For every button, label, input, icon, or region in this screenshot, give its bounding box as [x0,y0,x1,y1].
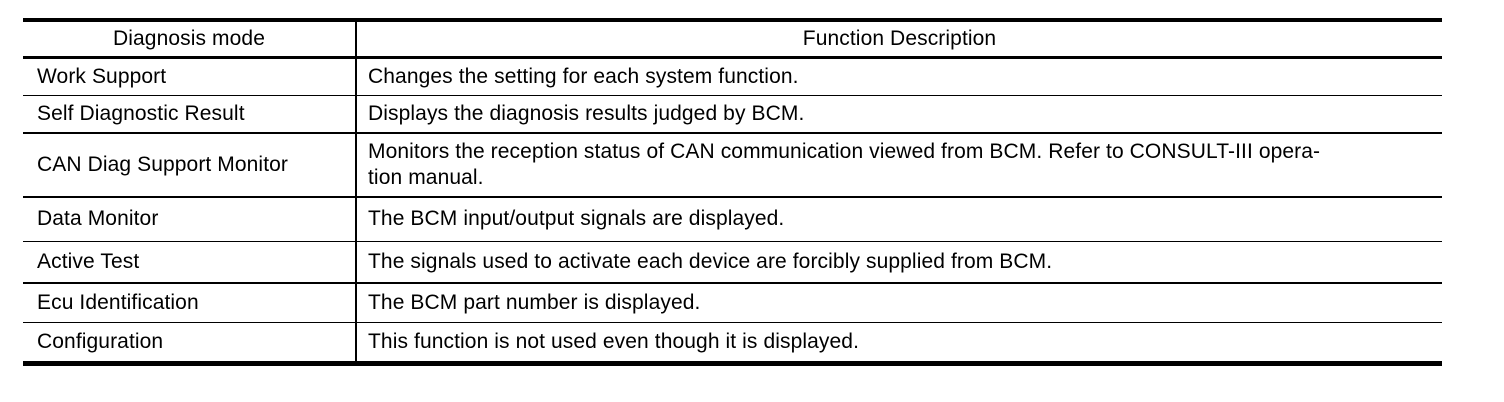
diagnosis-mode-cell: Configuration [23,322,357,363]
diagnosis-mode-cell: Work Support [23,57,357,95]
function-description-cell: The signals used to activate each device… [368,249,1053,273]
diagnosis-mode-table: Diagnosis mode Function Description Work… [23,18,1442,366]
table-row-active-test: Active Test The signals used to activate… [23,241,1442,283]
function-description-cell: The BCM part number is displayed. [368,290,701,314]
table-row-self-diagnostic-result: Self Diagnostic Result Displays the diag… [23,95,1442,133]
function-description-cell: Monitors the reception status of CAN com… [368,140,1321,189]
diagnosis-mode-cell: Self Diagnostic Result [23,95,357,133]
table-row-ecu-identification: Ecu Identification The BCM part number i… [23,283,1442,322]
column-header-function-description: Function Description [802,26,997,50]
diagnosis-mode-cell: Active Test [23,241,357,283]
column-header-diagnosis-mode: Diagnosis mode [23,20,357,57]
function-description-cell: This function is not used even though it… [368,329,860,353]
diagnosis-mode-cell: Ecu Identification [23,283,357,322]
diagnosis-mode-cell: Data Monitor [23,197,357,241]
table-row-work-support: Work Support Changes the setting for eac… [23,57,1442,95]
table-row-can-diag-support-monitor: CAN Diag Support Monitor Monitors the re… [23,133,1442,197]
table-row-data-monitor: Data Monitor The BCM input/output signal… [23,197,1442,241]
function-description-cell: Changes the setting for each system func… [368,64,799,88]
table-row-configuration: Configuration This function is not used … [23,322,1442,363]
function-description-cell: The BCM input/output signals are display… [368,207,785,231]
table-header-row: Diagnosis mode Function Description [23,20,1442,57]
diagnosis-mode-cell: CAN Diag Support Monitor [23,133,357,197]
function-description-cell: Displays the diagnosis results judged by… [368,101,805,125]
